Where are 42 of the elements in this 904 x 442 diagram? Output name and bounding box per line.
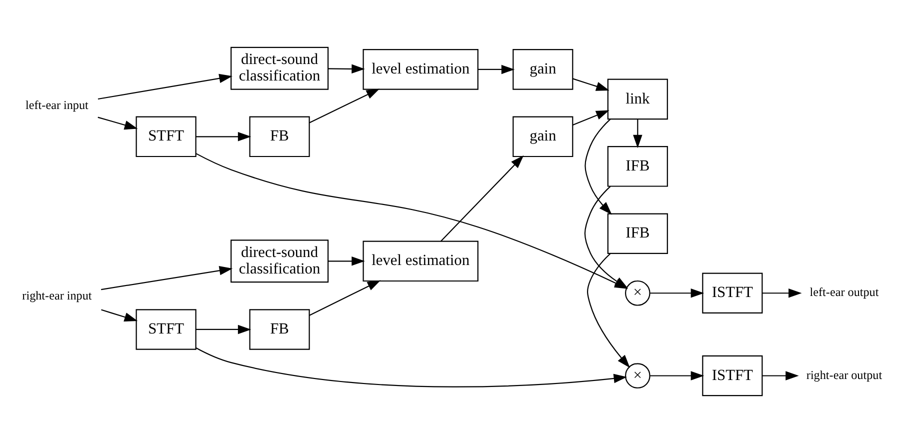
arrow xyxy=(196,324,252,334)
node-box: FB xyxy=(249,308,310,350)
arrow xyxy=(478,64,515,74)
node-box: link xyxy=(607,78,668,120)
arrow xyxy=(309,88,380,123)
node-box: gain xyxy=(512,116,574,157)
arrow xyxy=(584,118,612,214)
node-box: level estimation xyxy=(362,240,478,282)
arrow xyxy=(196,346,627,387)
node-box: FB xyxy=(249,116,310,157)
arrow xyxy=(762,288,802,298)
node-box: IFB xyxy=(607,212,668,254)
node-text: left-ear input xyxy=(26,97,88,112)
arrow xyxy=(101,266,233,290)
arrow xyxy=(328,64,365,74)
arrow xyxy=(196,132,252,141)
node-text: left-ear output xyxy=(810,284,879,299)
node-text: right-ear input xyxy=(22,288,92,302)
arrow xyxy=(440,154,524,242)
node-box: STFT xyxy=(136,308,196,350)
arrow xyxy=(633,118,642,148)
arrow xyxy=(572,78,610,90)
arrow xyxy=(98,116,138,130)
node-box: level estimation xyxy=(362,48,478,90)
arrow xyxy=(101,308,138,322)
node-text: right-ear output xyxy=(806,367,882,382)
arrow xyxy=(309,280,381,316)
node-box: IFB xyxy=(607,146,668,186)
node-box: STFT xyxy=(136,116,196,157)
arrow xyxy=(328,256,365,266)
node-box: gain xyxy=(512,48,574,90)
node-box: ISTFT xyxy=(702,354,763,396)
node-circle: × xyxy=(625,280,650,306)
node-box: direct-sound classification xyxy=(230,46,329,90)
arrow xyxy=(650,288,704,298)
arrow xyxy=(572,110,610,126)
arrow xyxy=(762,370,799,380)
node-box: ISTFT xyxy=(702,272,763,313)
arrow xyxy=(650,370,704,380)
node-circle: × xyxy=(625,362,650,388)
arrow xyxy=(98,73,232,100)
node-box: direct-sound classification xyxy=(230,239,329,282)
